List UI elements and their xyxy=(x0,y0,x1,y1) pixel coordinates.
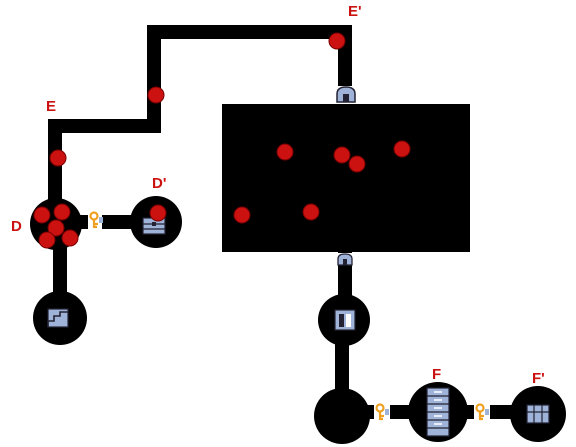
locker-icon[interactable] xyxy=(426,387,450,437)
label-e-prime: E' xyxy=(348,3,362,20)
enemy-dot[interactable] xyxy=(348,155,366,173)
enemy-dot[interactable] xyxy=(53,203,71,221)
label-f-prime: F' xyxy=(532,370,545,387)
label-e: E xyxy=(46,98,57,115)
enemy-markers xyxy=(33,32,411,249)
chest-icon[interactable] xyxy=(526,404,550,424)
enemy-dot[interactable] xyxy=(276,143,294,161)
enemy-dot[interactable] xyxy=(38,231,56,249)
enemy-dot[interactable] xyxy=(233,206,251,224)
label-f: F xyxy=(432,366,442,383)
enemy-dot[interactable] xyxy=(61,229,79,247)
gate-arch-icon[interactable] xyxy=(336,253,354,266)
key-lock-icon[interactable] xyxy=(474,402,490,422)
enemy-dot[interactable] xyxy=(147,86,165,104)
enemy-dot[interactable] xyxy=(49,149,67,167)
door-icon[interactable] xyxy=(334,309,356,331)
enemy-dot[interactable] xyxy=(47,219,65,237)
enemy-dot[interactable] xyxy=(302,203,320,221)
main-hall xyxy=(222,104,470,252)
room-bottom-junction xyxy=(314,388,370,444)
enemy-dot[interactable] xyxy=(328,32,346,50)
label-d: D xyxy=(11,218,22,235)
key-lock-icon[interactable] xyxy=(374,402,390,422)
enemy-dot[interactable] xyxy=(393,140,411,158)
stairs-icon[interactable] xyxy=(47,308,69,328)
enemy-dot[interactable] xyxy=(33,206,51,224)
enemy-dot[interactable] xyxy=(333,146,351,164)
gate-arch-icon[interactable] xyxy=(335,86,357,103)
key-lock-icon[interactable] xyxy=(88,210,103,230)
enemy-dot[interactable] xyxy=(149,204,167,222)
chest-icon[interactable] xyxy=(142,217,166,235)
label-d-prime: D' xyxy=(152,175,167,192)
